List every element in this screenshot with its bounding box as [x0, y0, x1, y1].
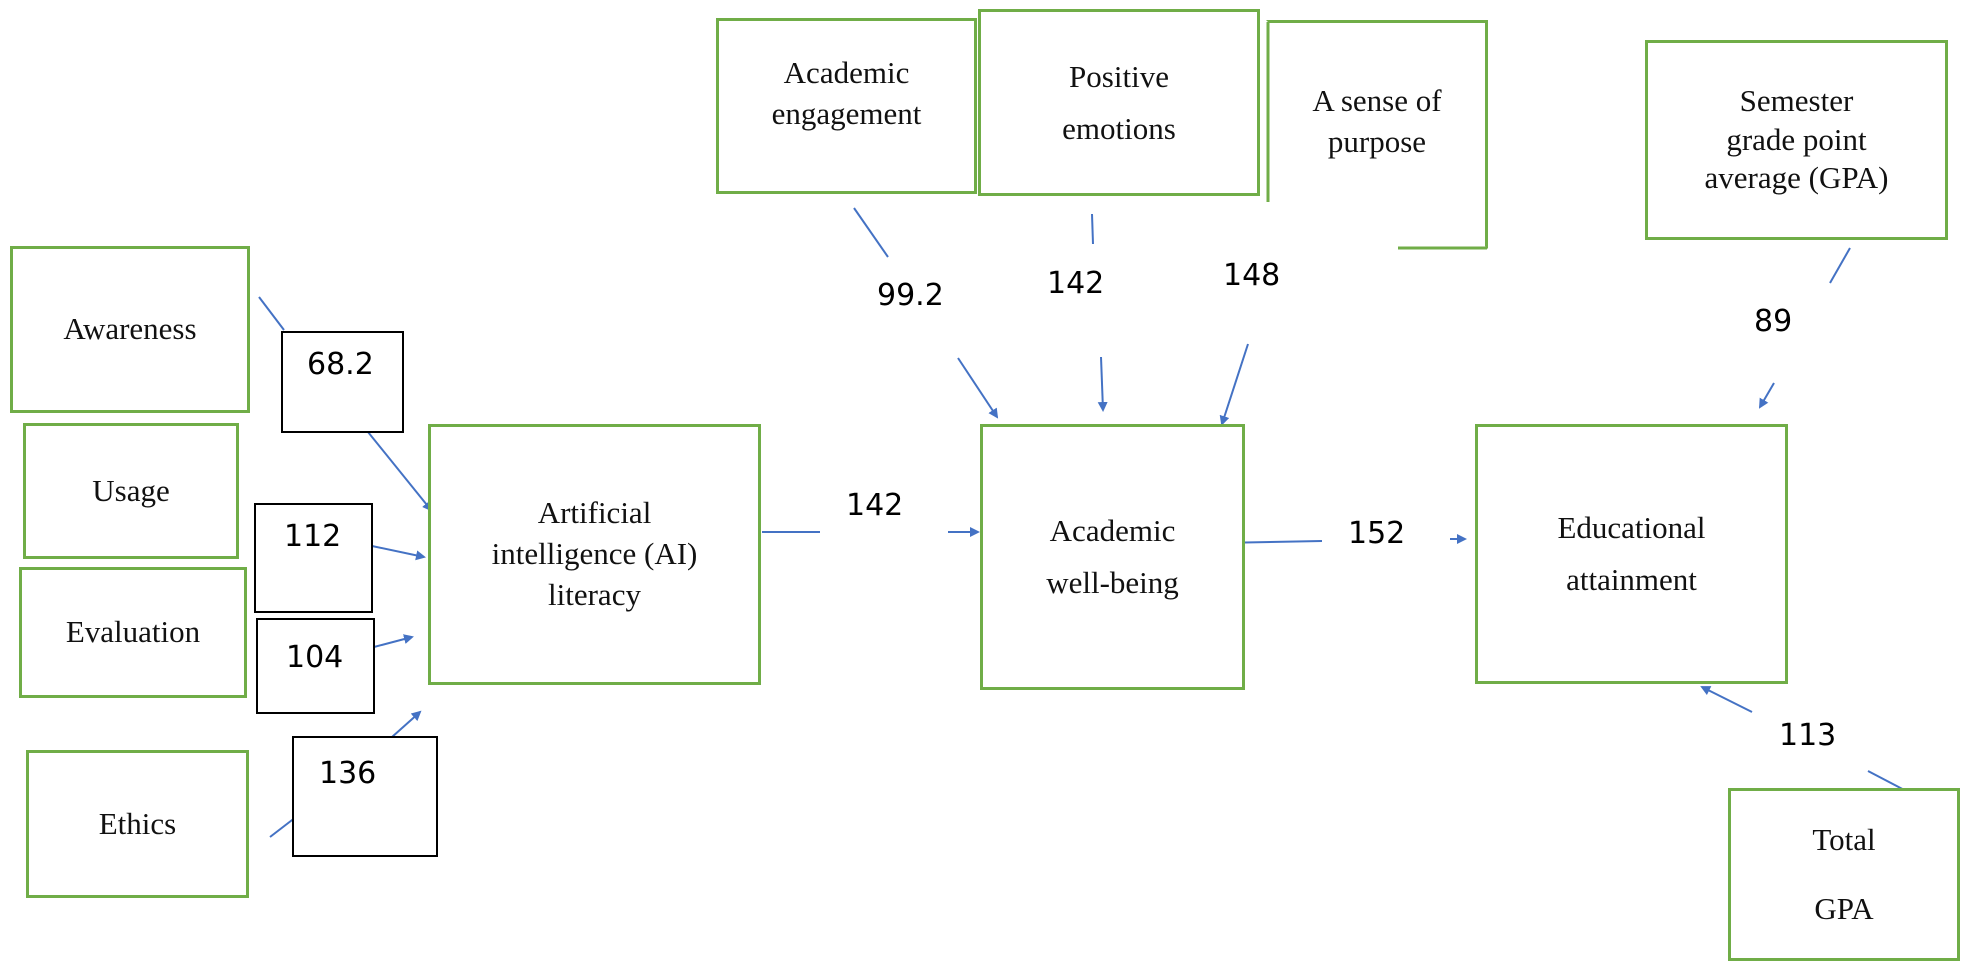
node-educational-attainment: Educational attainment [1475, 424, 1788, 684]
node-ethics-label: Ethics [98, 805, 177, 841]
node-academic-engagement: Academic engagement [716, 18, 977, 194]
node-positive-emotions-line-1: Positive [1069, 59, 1169, 95]
node-total-gpa-line-2: GPA [1814, 890, 1874, 926]
node-usage-label: Usage [92, 472, 170, 508]
node-semester-gpa-line-3: average (GPA) [1704, 160, 1889, 196]
edge-semester-gpa-arrow [1758, 382, 1775, 409]
node-semester-gpa-line-2: grade point [1726, 121, 1867, 157]
node-semester-gpa-line-1: Semester [1739, 82, 1854, 118]
node-academic-engagement-line-1: Academic [783, 55, 910, 90]
node-awareness-label: Awareness [63, 311, 197, 347]
edge-engagement-arrow [957, 357, 999, 419]
coef-awareness-box: 68.2 [281, 331, 404, 433]
edge-ethics-arrow [391, 710, 422, 738]
node-total-gpa-line-1: Total [1812, 822, 1876, 858]
coef-evaluation-box: 104 [256, 618, 375, 714]
node-ethics: Ethics [26, 750, 249, 898]
coef-engagement: 99.2 [873, 278, 948, 313]
node-awareness: Awareness [10, 246, 250, 413]
edge-ethics-segment-1 [269, 816, 297, 838]
node-usage: Usage [23, 423, 239, 559]
coef-emotions: 142 [1043, 266, 1109, 301]
node-academic-wellbeing: Academic well-being [980, 424, 1245, 690]
coef-awareness: 68.2 [307, 347, 374, 382]
edge-semester-gpa-segment-1 [1829, 247, 1851, 284]
node-academic-engagement-line-2: engagement [771, 95, 922, 131]
node-semester-gpa: Semester grade point average (GPA) [1645, 40, 1948, 240]
node-positive-emotions: Positive emotions [978, 9, 1260, 196]
node-ai-literacy-line-1: Artificial [537, 495, 652, 531]
node-academic-wellbeing-line-2: well-being [1046, 565, 1179, 600]
node-academic-wellbeing-line-1: Academic [1049, 512, 1176, 548]
node-sense-of-purpose: A sense of purpose [1266, 20, 1488, 249]
coef-usage-box: 112 [254, 503, 373, 613]
node-evaluation-label: Evaluation [65, 614, 201, 650]
coef-wellbeing-attainment: 152 [1344, 516, 1410, 551]
edge-purpose-arrow [1219, 343, 1249, 426]
coef-semester-gpa: 89 [1750, 304, 1797, 339]
node-positive-emotions-line-2: emotions [1062, 110, 1176, 146]
node-ai-literacy-line-3: literacy [548, 576, 641, 612]
node-evaluation: Evaluation [19, 567, 247, 698]
coef-ethics-box: 136 [292, 736, 438, 857]
node-educational-attainment-line-2: attainment [1566, 562, 1697, 597]
node-sense-of-purpose-line-2: purpose [1327, 123, 1427, 159]
edge-engagement-segment-1 [853, 207, 889, 258]
coef-ai-wellbeing: 142 [842, 488, 908, 523]
edge-evaluation-arrow [373, 634, 414, 648]
node-educational-attainment-line-1: Educational [1557, 509, 1706, 545]
coef-total-gpa: 113 [1775, 718, 1841, 753]
coef-usage: 112 [284, 519, 342, 554]
node-sense-of-purpose-line-1: A sense of [1312, 83, 1442, 118]
edge-awareness-segment-1 [258, 296, 285, 331]
coef-evaluation: 104 [286, 640, 344, 675]
node-ai-literacy-line-2: intelligence (AI) [491, 536, 698, 572]
edge-usage-arrow [371, 545, 426, 561]
node-ai-literacy: Artificial intelligence (AI) literacy [428, 424, 761, 685]
coef-ethics: 136 [319, 756, 377, 791]
edge-awareness-arrow [367, 431, 433, 512]
edge-emotions-arrow [1097, 356, 1108, 412]
coef-purpose: 148 [1219, 258, 1285, 293]
edge-total-gpa-arrow [1700, 686, 1753, 713]
edge-emotions-segment-1 [1091, 213, 1094, 245]
node-total-gpa: Total GPA [1728, 788, 1960, 961]
